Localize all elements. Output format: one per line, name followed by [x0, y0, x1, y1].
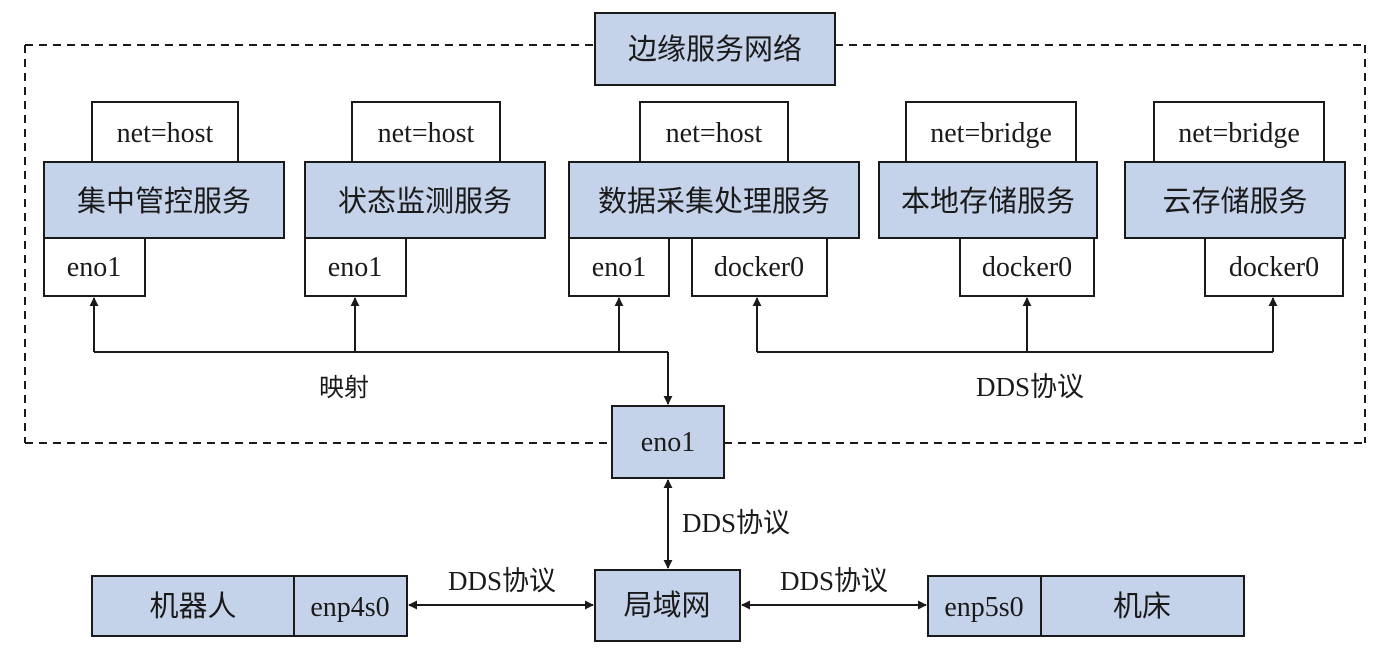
interface-label: eno1 — [67, 252, 121, 283]
machine-tool-label: 机床 — [1113, 589, 1171, 623]
machine-tool-box — [1040, 575, 1245, 637]
dds-services-connector: DDS协议 — [752, 297, 1278, 402]
service-data-processing: net=host 数据采集处理服务 eno1 docker0 — [568, 101, 860, 297]
service-local-storage: net=bridge 本地存储服务 docker0 — [878, 101, 1098, 297]
interface-box — [568, 237, 670, 297]
robot-interface-box — [293, 575, 408, 637]
service-box — [304, 161, 546, 239]
net-mode-label: net=bridge — [1178, 118, 1300, 149]
service-cloud-storage: net=bridge 云存储服务 docker0 — [1124, 101, 1346, 297]
service-central-control: net=host 集中管控服务 eno1 — [43, 101, 285, 297]
service-name: 本地存储服务 — [901, 184, 1075, 218]
service-box — [43, 161, 285, 239]
interface-box — [304, 237, 407, 297]
interface-box — [691, 237, 828, 297]
service-box — [1124, 161, 1346, 239]
net-mode-label: net=host — [666, 118, 763, 149]
net-mode-box — [905, 101, 1077, 163]
edge-network-boundary — [24, 44, 1366, 444]
robot-label: 机器人 — [149, 589, 236, 623]
net-mode-label: net=host — [117, 118, 214, 149]
service-status-monitoring: net=host 状态监测服务 eno1 — [304, 101, 546, 297]
interface-box — [1204, 237, 1344, 297]
service-name: 状态监测服务 — [338, 184, 512, 218]
interface-label: docker0 — [714, 252, 804, 283]
interface-label: eno1 — [592, 252, 646, 283]
mapping-label: 映射 — [319, 373, 369, 402]
robot-interface-label: enp4s0 — [310, 592, 389, 623]
service-name: 数据采集处理服务 — [598, 184, 830, 218]
network-title: 边缘服务网络 — [628, 32, 802, 66]
machine-tool-node: enp5s0 机床 — [927, 575, 1245, 637]
machine-interface-label: enp5s0 — [944, 592, 1023, 623]
robot-node: 机器人 enp4s0 — [91, 575, 408, 637]
net-mode-box — [91, 101, 239, 163]
lan-node: 局域网 — [594, 569, 741, 642]
host-interface-label: eno1 — [641, 427, 695, 458]
network-title-box: 边缘服务网络 — [594, 12, 836, 86]
dds-right-label: DDS协议 — [780, 566, 888, 596]
dds-vertical-label: DDS协议 — [682, 508, 790, 538]
lan-machine-link: DDS协议 — [741, 566, 927, 610]
interface-label: eno1 — [328, 252, 382, 283]
host-interface: eno1 — [611, 405, 725, 479]
net-mode-label: net=bridge — [930, 118, 1052, 149]
interface-box — [43, 237, 146, 297]
net-mode-box — [1153, 101, 1325, 163]
service-name: 集中管控服务 — [77, 184, 251, 218]
robot-lan-link: DDS协议 — [408, 566, 594, 610]
dds-services-label: DDS协议 — [976, 372, 1084, 402]
interface-label: docker0 — [1229, 252, 1319, 283]
net-mode-label: net=host — [378, 118, 475, 149]
interface-box — [959, 237, 1095, 297]
mapping-connector: 映射 — [89, 297, 673, 405]
interface-label: docker0 — [982, 252, 1072, 283]
dds-left-label: DDS协议 — [448, 566, 556, 596]
service-box — [878, 161, 1098, 239]
net-mode-box — [351, 101, 501, 163]
service-name: 云存储服务 — [1162, 184, 1307, 218]
robot-box — [91, 575, 295, 637]
lan-label: 局域网 — [623, 588, 710, 622]
host-lan-link: DDS协议 — [663, 479, 790, 569]
